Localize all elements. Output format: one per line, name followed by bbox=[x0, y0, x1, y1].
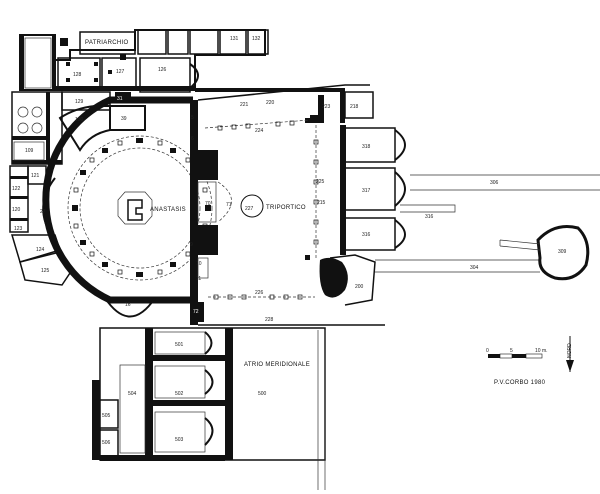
room-504-label: 504 bbox=[128, 391, 137, 397]
room-16-label: 16 bbox=[125, 302, 131, 308]
scale-five: 5 bbox=[510, 348, 513, 354]
atrio-meridionale-label: ATRIO MERIDIONALE bbox=[244, 362, 310, 368]
room-127-label: 127 bbox=[116, 69, 125, 75]
room-39-label: 39 bbox=[121, 116, 127, 122]
room-224-label: 224 bbox=[255, 128, 264, 134]
room-10-label: 10 bbox=[196, 261, 202, 267]
dividing-wall: 5 6 9 10 11 70 71 72 227 bbox=[190, 100, 264, 325]
room-109-label: 109 bbox=[25, 148, 34, 154]
scale-bar: 0 5 10 m. bbox=[486, 348, 548, 359]
ramp-label: 316 bbox=[425, 214, 434, 220]
anastasis-label: ANASTASIS bbox=[150, 207, 186, 213]
room-223-label: 223 bbox=[322, 104, 331, 110]
room-72-label: 72 bbox=[193, 309, 199, 315]
room-70-label: 70 bbox=[205, 201, 211, 207]
room-306-label: 306 bbox=[490, 180, 499, 186]
room-220-label: 220 bbox=[266, 100, 275, 106]
room-225-label: 225 bbox=[316, 179, 325, 185]
room-502-label: 502 bbox=[175, 391, 184, 397]
anastasis-rotunda: 130 39 31 27 16 ANASTASIS bbox=[40, 92, 213, 318]
east-buildings: 318 317 316 306 316 304 bbox=[340, 125, 600, 273]
room-128-label: 128 bbox=[73, 72, 82, 78]
credit-text: P.V.CORBO 1980 bbox=[494, 380, 546, 386]
room-228-label: 228 bbox=[265, 317, 274, 323]
room-126-label: 126 bbox=[158, 67, 167, 73]
cave-309: 309 bbox=[499, 225, 590, 281]
room-318-label: 318 bbox=[362, 144, 371, 150]
room-123-label: 123 bbox=[14, 226, 23, 232]
room-505-label: 505 bbox=[102, 413, 111, 419]
room-124-label: 124 bbox=[36, 247, 45, 253]
north-label: NORD bbox=[567, 343, 573, 358]
scale-zero: 0 bbox=[486, 348, 489, 354]
room-227-label: 227 bbox=[245, 206, 254, 212]
room-9-label: 9 bbox=[190, 242, 193, 248]
room-132-label: 132 bbox=[252, 36, 261, 42]
patriarchio-label: PATRIARCHIO bbox=[85, 40, 128, 46]
room-304-label: 304 bbox=[470, 265, 479, 271]
room-129-label: 129 bbox=[75, 99, 84, 105]
room-215-label: 215 bbox=[317, 200, 326, 206]
room-125-label: 125 bbox=[41, 268, 50, 274]
room-11-label: 11 bbox=[196, 276, 201, 282]
room-71-label: 71 bbox=[226, 202, 232, 208]
room-500-label: 500 bbox=[258, 391, 267, 397]
triportico-court: 218 223 221 220 224 2 bbox=[195, 84, 385, 326]
room-316-label: 316 bbox=[362, 232, 371, 238]
west-wing: 109 129 121 122 120 123 124 125 bbox=[9, 91, 111, 286]
room-131-label: 131 bbox=[230, 36, 239, 42]
room-120-label: 120 bbox=[12, 207, 21, 213]
room-506-label: 506 bbox=[102, 440, 111, 446]
room-5-label: 5 bbox=[191, 115, 194, 121]
room-226-label: 226 bbox=[255, 290, 264, 296]
room-200-label: 200 bbox=[355, 284, 364, 290]
southern-complex: 501 502 503 504 505 506 500 ATRIO MERIDI… bbox=[92, 327, 326, 490]
scale-ten: 10 m. bbox=[535, 348, 548, 354]
room-121-label: 121 bbox=[31, 173, 40, 179]
room-221-label: 221 bbox=[240, 102, 249, 108]
room-317-label: 317 bbox=[362, 188, 371, 194]
room-122-label: 122 bbox=[12, 186, 21, 192]
room-501-label: 501 bbox=[175, 342, 184, 348]
room-309-label: 309 bbox=[558, 249, 567, 255]
room-503-label: 503 bbox=[175, 437, 184, 443]
room-130-label: 130 bbox=[75, 117, 84, 123]
room-6-label: 6 bbox=[191, 136, 194, 142]
room-27-label: 27 bbox=[40, 209, 46, 215]
room-218-label: 218 bbox=[350, 104, 359, 110]
room-31-label: 31 bbox=[117, 96, 123, 102]
patriarchio-block: PATRIARCHIO 131 132 128 127 126 bbox=[19, 29, 269, 93]
triportico-label: TRIPORTICO bbox=[266, 205, 306, 211]
north-arrow: NORD bbox=[566, 336, 574, 372]
